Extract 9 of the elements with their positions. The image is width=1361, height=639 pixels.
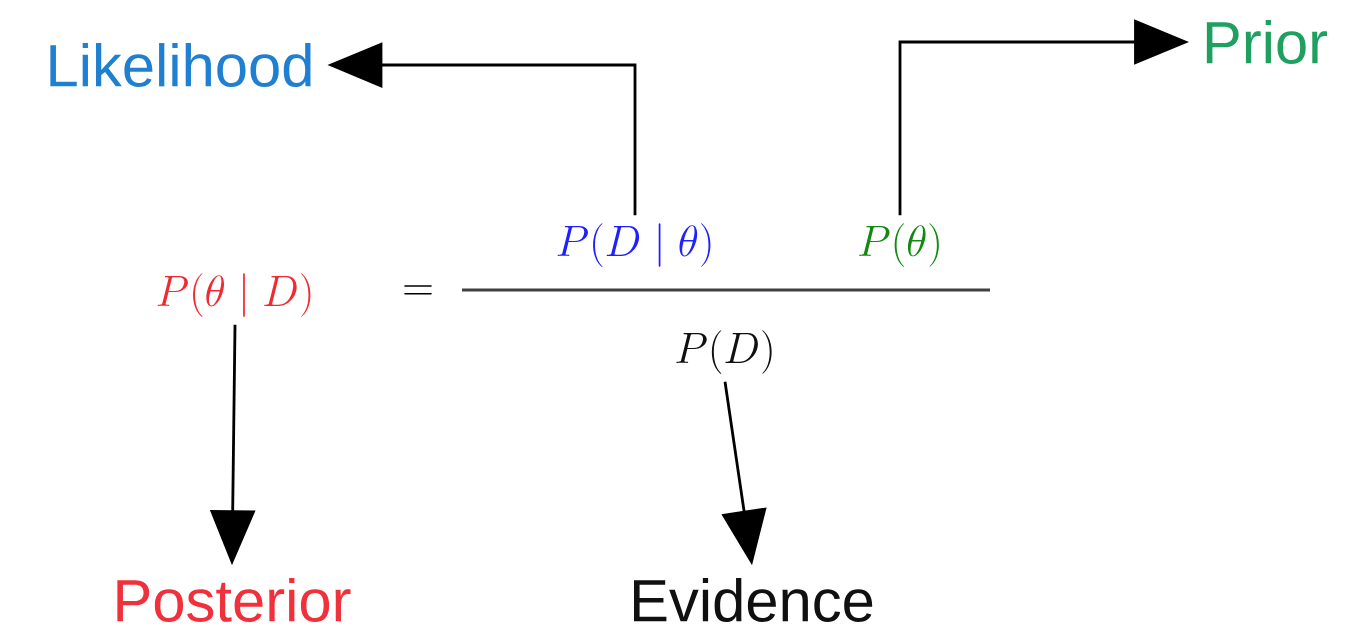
term-label: Posterior (117, 578, 351, 622)
formula-term: $P(\theta)$ (859, 223, 939, 267)
equals-sign: $=$ (404, 285, 432, 295)
term-label: Prior (1206, 20, 1328, 64)
formula-term: $P(D\mid\theta)$ (557, 223, 711, 267)
formula-term: $P(\theta\mid D)$ (157, 273, 311, 317)
formula-term: $P(D)$ (676, 330, 772, 374)
term-label: Likelihood (50, 43, 311, 87)
term-label: Evidence (634, 578, 873, 622)
